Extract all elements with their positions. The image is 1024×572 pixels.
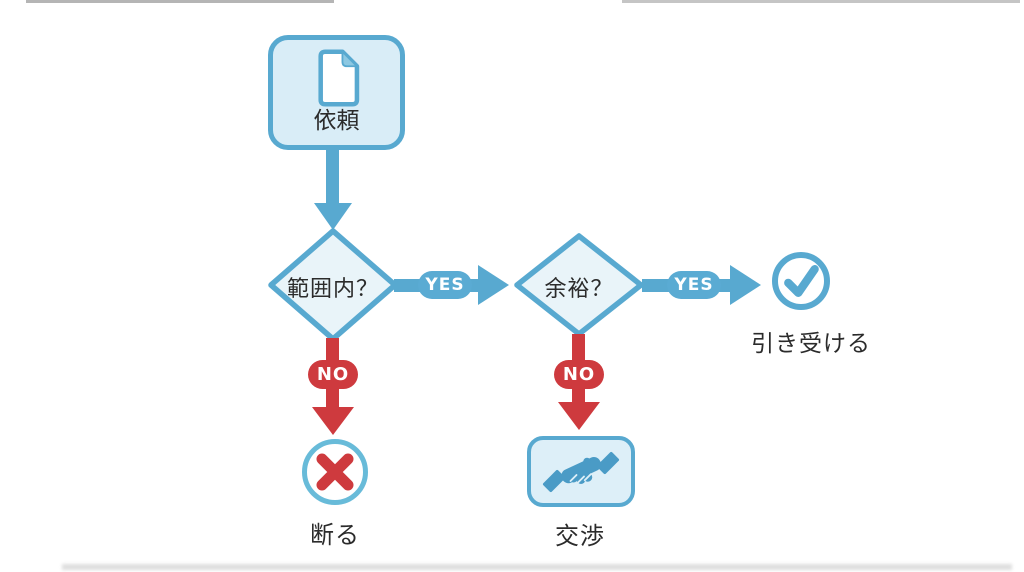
document-icon [317, 49, 359, 107]
yes-badge-2: YES [667, 271, 721, 299]
scan-artifact-top-right [622, 0, 1020, 3]
no-badge-2: NO [554, 360, 604, 389]
edge-no1-head [312, 407, 354, 435]
x-icon [316, 453, 354, 491]
arrow-start-to-scope-stem [326, 150, 339, 204]
start-label: 依頼 [313, 108, 360, 134]
edge-yes1-head [478, 265, 509, 305]
negotiate-label: 交渉 [555, 522, 605, 550]
start-node: 依頼 [268, 35, 405, 150]
accept-label: 引き受ける [751, 331, 871, 357]
accept-node [772, 252, 830, 310]
arrow-start-to-scope-head [314, 203, 352, 230]
handshake-icon [542, 451, 620, 492]
decision-capacity-label: 余裕？ [544, 277, 614, 302]
decline-node [302, 439, 368, 505]
decline-label: 断る [310, 521, 360, 549]
yes-badge-1: YES [418, 271, 472, 299]
check-icon [784, 265, 819, 297]
no-badge-1: NO [308, 360, 358, 389]
edge-yes2-head [730, 265, 761, 305]
scan-artifact-top-left [26, 0, 334, 3]
edge-no2-head [558, 402, 600, 430]
negotiate-node [527, 436, 635, 507]
decision-scope-label: 範囲内？ [286, 277, 379, 302]
scan-artifact-bottom [62, 564, 1012, 570]
